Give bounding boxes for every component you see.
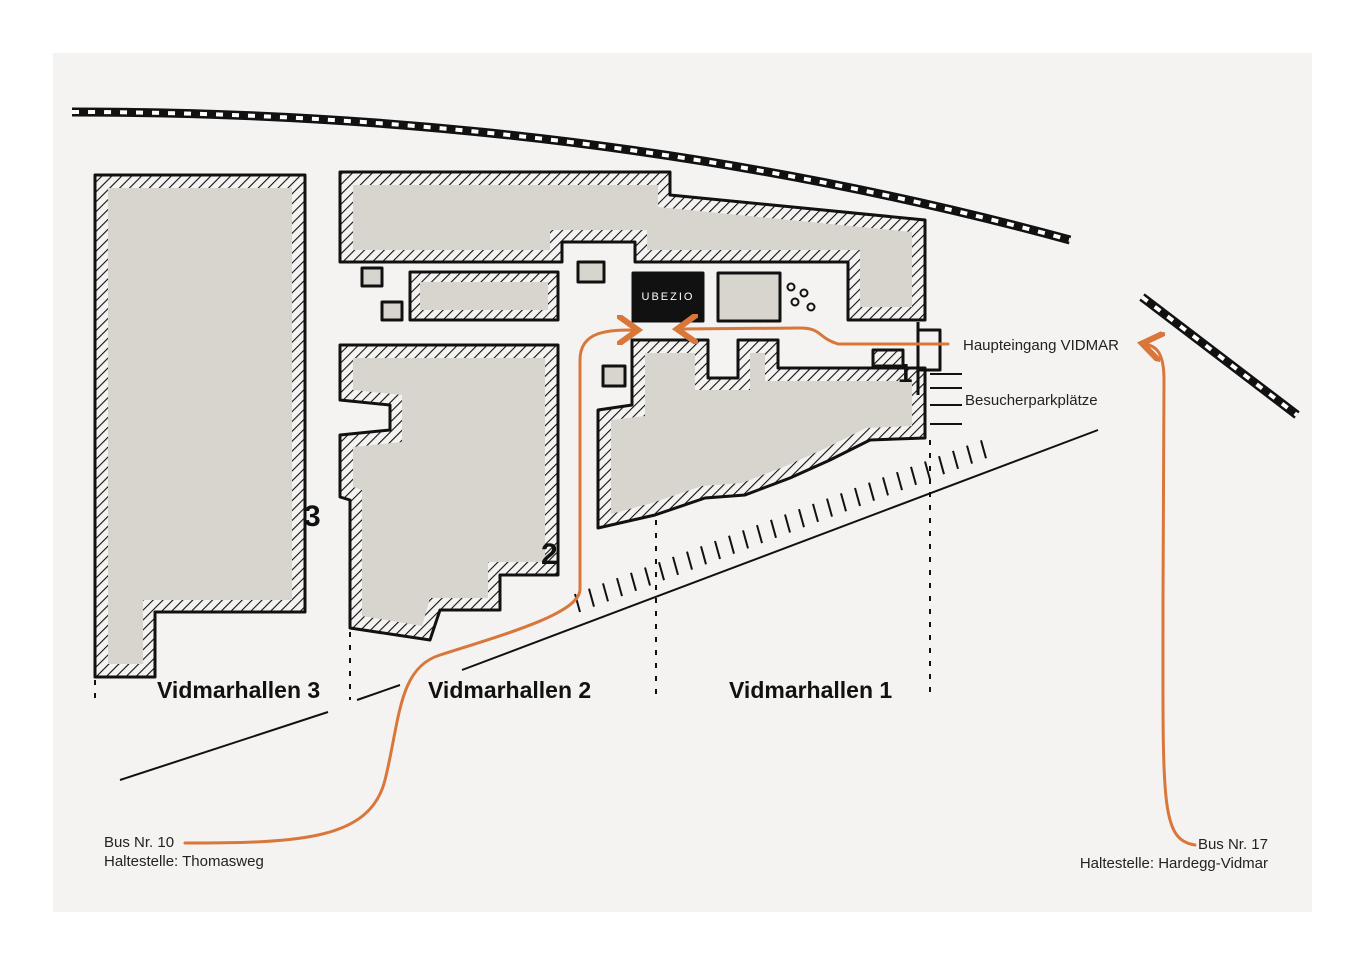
railway xyxy=(71,107,1300,419)
bus-17-info: Bus Nr. 17 Haltestelle: Hardegg-Vidmar xyxy=(1080,835,1268,873)
ubezio-label: UBEZIO xyxy=(641,291,695,303)
embankment-tick xyxy=(742,530,749,549)
embankment-tick xyxy=(714,540,721,560)
hall-dividers xyxy=(94,440,931,700)
bus-10-info: Bus Nr. 10 Haltestelle: Thomasweg xyxy=(104,833,264,871)
small-building xyxy=(601,364,627,388)
bus-17-stop: Haltestelle: Hardegg-Vidmar xyxy=(1079,855,1268,872)
embankment-tick xyxy=(896,471,903,491)
parking-spaces xyxy=(930,373,962,425)
hall-3-number: 3 xyxy=(304,500,321,533)
route-bus-10 xyxy=(183,330,635,845)
building-hall-3 xyxy=(93,173,307,679)
embankment-tick xyxy=(770,519,777,539)
embankment-tick xyxy=(854,487,861,507)
embankment-tick xyxy=(686,551,693,570)
building-north xyxy=(338,170,927,322)
embankment-tick xyxy=(644,567,651,586)
embankment-tick xyxy=(700,546,707,565)
embankment-tick xyxy=(588,588,595,607)
ubezio-building xyxy=(631,271,705,323)
embankment-tick xyxy=(616,577,623,597)
embankment-tick xyxy=(952,450,959,470)
parking-label: Besucherparkplätze xyxy=(965,392,1098,409)
route-bus-17 xyxy=(1145,344,1197,847)
main-entrance-label: Haupteingang VIDMAR xyxy=(963,337,1119,354)
embankment-tick xyxy=(630,572,637,592)
embankment-tick xyxy=(840,493,847,512)
embankment-tick xyxy=(910,466,917,486)
bus-10-line: Bus Nr. 10 xyxy=(104,834,175,851)
embankment-tick xyxy=(756,524,763,544)
bus-17-line: Bus Nr. 17 xyxy=(1197,836,1268,853)
embankment-tick xyxy=(980,440,987,459)
annex-building xyxy=(716,271,782,323)
hall-2-number: 2 xyxy=(541,538,558,571)
embankment-tick xyxy=(602,583,609,602)
hall-1-label: Vidmarhallen 1 xyxy=(729,677,893,703)
hall-3-label: Vidmarhallen 3 xyxy=(157,677,321,703)
embankment-tick xyxy=(798,508,805,528)
hall-2-label: Vidmarhallen 2 xyxy=(428,677,592,703)
embankment-tick xyxy=(812,503,819,523)
embankment-tick xyxy=(672,556,679,576)
trees xyxy=(786,282,816,312)
embankment-tick xyxy=(658,561,665,581)
embankment-tick xyxy=(826,498,833,517)
small-building xyxy=(380,300,404,322)
embankment-tick xyxy=(784,514,791,533)
small-building xyxy=(576,260,606,284)
embankment-tick xyxy=(966,445,973,464)
bus-10-stop: Haltestelle: Thomasweg xyxy=(104,853,264,870)
hall-1-number: 1 xyxy=(898,358,913,388)
building-hall-2 xyxy=(338,343,560,642)
route-main-entrance xyxy=(680,328,950,346)
embankment-tick xyxy=(728,535,735,554)
road xyxy=(119,429,1099,781)
building-hall-1 xyxy=(596,338,927,530)
embankment-tick xyxy=(882,477,889,496)
embankment-tick xyxy=(868,482,875,501)
small-building xyxy=(360,266,384,288)
embankment-tick xyxy=(938,455,945,475)
embankment-tick xyxy=(924,461,931,480)
